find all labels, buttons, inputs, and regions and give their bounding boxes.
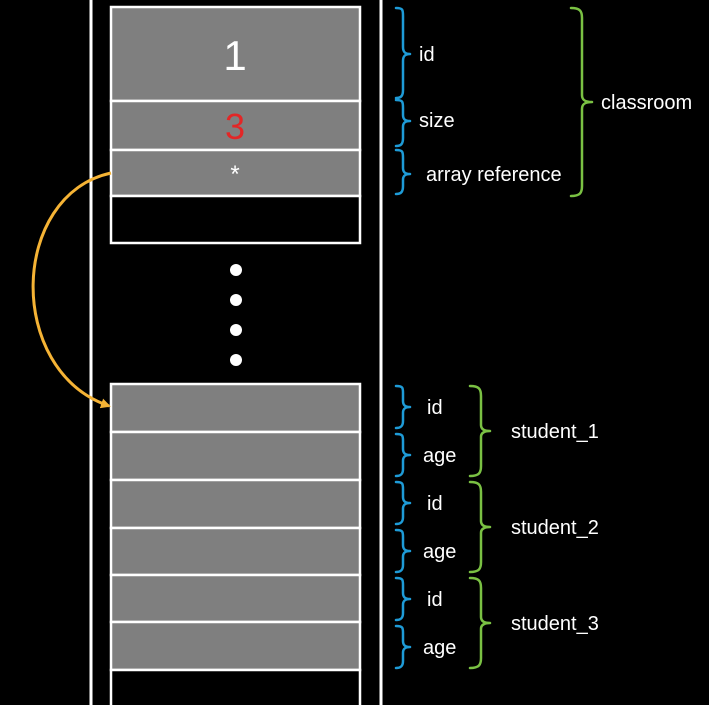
student-1-id-label: id (427, 397, 443, 419)
student-1-age-cell (109, 430, 362, 482)
students-array-block (109, 382, 362, 705)
ellipsis-dot (230, 354, 242, 366)
student-2-age-brace (394, 528, 412, 574)
student-2-age-label: age (423, 541, 456, 563)
student-3-id-brace (394, 576, 412, 622)
classroom-size-value: 3 (225, 106, 245, 147)
student-3-struct-brace (468, 576, 492, 670)
student-2-id-label: id (427, 493, 443, 515)
student-2-struct-brace (468, 480, 492, 574)
classroom-size-brace (394, 98, 412, 148)
classroom-array-reference-value: * (230, 161, 239, 188)
classroom-struct-brace (569, 6, 594, 198)
classroom-id-label: id (419, 44, 435, 66)
student-1-id-cell (109, 382, 362, 434)
classroom-array-reference-brace (394, 148, 412, 196)
array-reference-pointer-arrow (31, 171, 112, 409)
student-1-id-brace (394, 384, 412, 430)
classroom-id-brace (394, 6, 412, 100)
ellipsis-dot (230, 264, 242, 276)
student-1-age-brace (394, 432, 412, 478)
student-1-age-label: age (423, 445, 456, 467)
student-3-id-cell (109, 573, 362, 624)
student-2-age-cell (109, 526, 362, 577)
student-3-age-brace (394, 624, 412, 670)
classroom-id-value: 1 (223, 32, 246, 79)
student-1-struct-label: student_1 (511, 421, 599, 443)
student-2-struct-label: student_2 (511, 517, 599, 539)
ellipsis-dot (230, 324, 242, 336)
student-3-struct-label: student_3 (511, 613, 599, 635)
classroom-struct-label: classroom (601, 92, 692, 114)
student-3-age-cell (109, 620, 362, 672)
classroom-block: 1 3 * (109, 5, 362, 245)
classroom-size-label: size (419, 110, 455, 132)
student-3-id-label: id (427, 589, 443, 611)
classroom-id-cell (109, 5, 362, 103)
students-trailing-empty-cell (109, 668, 362, 705)
student-3-age-label: age (423, 637, 456, 659)
student-2-id-brace (394, 480, 412, 526)
ellipsis-dot (230, 294, 242, 306)
student-1-struct-brace (468, 384, 492, 478)
memory-gap-ellipsis (230, 264, 242, 366)
classroom-trailing-empty-cell (109, 194, 362, 245)
classroom-size-cell (109, 99, 362, 152)
classroom-array-reference-label: array reference (426, 164, 562, 186)
student-annotations: idagestudent_1idagestudent_2idagestudent… (394, 384, 599, 670)
student-2-id-cell (109, 478, 362, 530)
